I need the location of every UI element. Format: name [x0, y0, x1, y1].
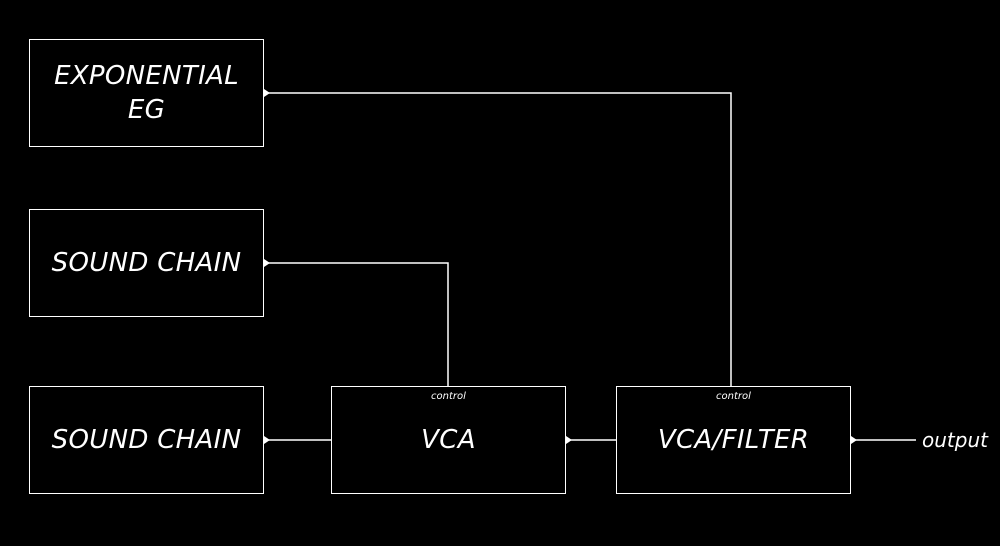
sound-chain-bottom-label: SOUND CHAIN — [51, 425, 242, 455]
arrow-marker-vca-filter-out — [851, 436, 857, 444]
exponential-eg-label: EXPONENTIAL EG — [54, 61, 239, 125]
vca-control-port-label: control — [431, 391, 466, 402]
vca-label: VCA — [421, 425, 476, 455]
arrow-marker-vca-out — [566, 436, 572, 444]
output-label: output — [922, 428, 988, 452]
wire-eg-to-vca-filter-control — [264, 92, 732, 387]
exponential-eg-block: EXPONENTIAL EG — [29, 39, 264, 147]
sound-chain-top-label: SOUND CHAIN — [51, 248, 242, 278]
sound-chain-top-block: SOUND CHAIN — [29, 209, 264, 317]
wire-sound-chain-to-vca-control — [264, 262, 449, 387]
arrow-marker-sound-chain-top-out — [264, 259, 270, 267]
vca-filter-control-port-label: control — [716, 391, 751, 402]
sound-chain-bottom-block: SOUND CHAIN — [29, 386, 264, 494]
vca-filter-block: control VCA/FILTER — [616, 386, 851, 494]
vca-filter-label: VCA/FILTER — [657, 425, 810, 455]
arrow-marker-sound-chain-bottom-out — [264, 436, 270, 444]
vca-block: control VCA — [331, 386, 566, 494]
arrow-marker-eg-out — [264, 89, 270, 97]
